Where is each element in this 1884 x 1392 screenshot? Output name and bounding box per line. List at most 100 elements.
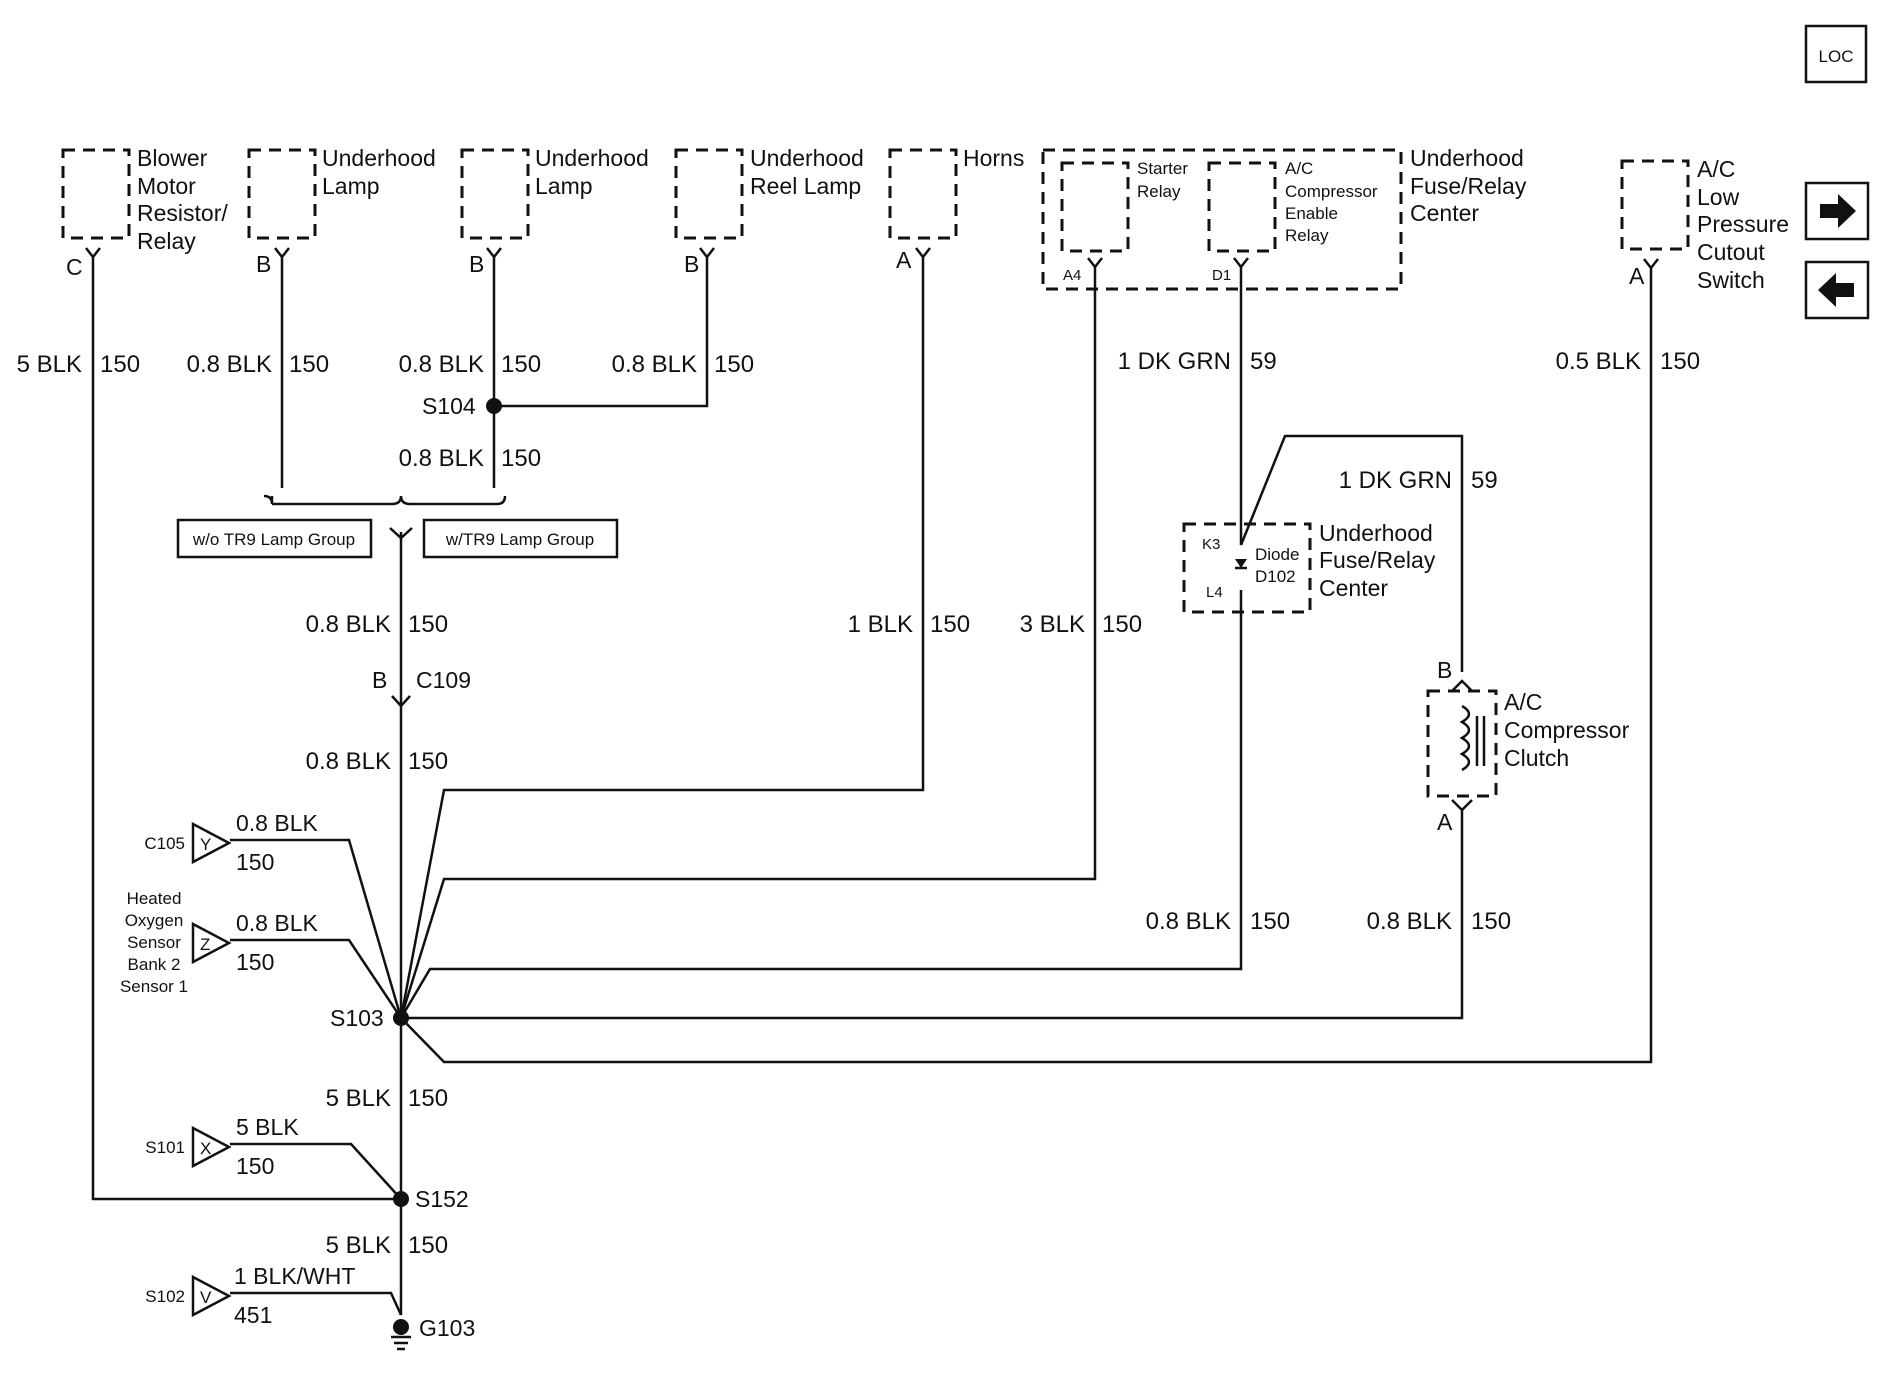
wire-labels: 5 BLK 150 0.8 BLK 150 0.8 BLK 150 0.8 BL… xyxy=(17,348,1700,1259)
svg-text:Underhood: Underhood xyxy=(1410,145,1524,171)
svg-text:B: B xyxy=(256,251,271,277)
underhood-fuse-relay-center-diode: K3 L4 Diode D102 Underhood Fuse/Relay Ce… xyxy=(1182,520,1436,614)
svg-text:Bank 2: Bank 2 xyxy=(128,955,181,974)
svg-text:Oxygen: Oxygen xyxy=(125,911,184,930)
ground-icon xyxy=(391,1335,411,1351)
svg-text:Heated: Heated xyxy=(127,889,182,908)
splice-dots xyxy=(393,398,502,1335)
svg-text:150: 150 xyxy=(408,611,448,638)
svg-text:A4: A4 xyxy=(1063,267,1081,284)
arrow-left-icon xyxy=(1818,273,1854,307)
svg-text:150: 150 xyxy=(1471,908,1511,935)
s152-label: S152 xyxy=(415,1186,469,1212)
svg-text:C: C xyxy=(66,254,83,280)
svg-text:150: 150 xyxy=(1102,611,1142,638)
svg-text:0.8 BLK: 0.8 BLK xyxy=(187,351,272,378)
svg-text:Clutch: Clutch xyxy=(1504,745,1569,771)
svg-text:Relay: Relay xyxy=(1285,226,1329,245)
svg-text:Z: Z xyxy=(200,935,210,954)
svg-text:5 BLK: 5 BLK xyxy=(326,1085,391,1112)
wires xyxy=(91,257,1653,1316)
svg-text:Compressor: Compressor xyxy=(1504,717,1630,743)
svg-text:Compressor: Compressor xyxy=(1285,182,1378,201)
svg-text:Blower: Blower xyxy=(137,145,208,171)
previous-page-button[interactable] xyxy=(1804,260,1870,320)
svg-text:150: 150 xyxy=(714,351,754,378)
svg-text:59: 59 xyxy=(1471,467,1498,494)
svg-text:150: 150 xyxy=(100,351,140,378)
svg-text:Low: Low xyxy=(1697,184,1740,210)
svg-text:w/o TR9 Lamp Group: w/o TR9 Lamp Group xyxy=(192,530,355,549)
svg-text:X: X xyxy=(200,1139,211,1158)
svg-text:Starter: Starter xyxy=(1137,159,1188,178)
svg-text:3 BLK: 3 BLK xyxy=(1020,611,1085,638)
svg-text:Sensor: Sensor xyxy=(127,933,181,952)
svg-text:Underhood: Underhood xyxy=(535,145,649,171)
svg-text:Relay: Relay xyxy=(1137,182,1181,201)
svg-text:S102: S102 xyxy=(145,1287,185,1306)
svg-text:0.8 BLK: 0.8 BLK xyxy=(399,445,484,472)
svg-text:5 BLK: 5 BLK xyxy=(326,1232,391,1259)
svg-text:1 BLK: 1 BLK xyxy=(848,611,913,638)
svg-text:59: 59 xyxy=(1250,348,1277,375)
svg-text:Lamp: Lamp xyxy=(322,173,380,199)
svg-text:Cutout: Cutout xyxy=(1697,239,1765,265)
loc-label: LOC xyxy=(1819,47,1854,66)
svg-text:B: B xyxy=(1437,657,1452,683)
g103-label: G103 xyxy=(419,1315,475,1341)
ac-low-pressure-cutout-switch: A/C Low Pressure Cutout Switch A xyxy=(1620,156,1789,293)
svg-text:0.8 BLK: 0.8 BLK xyxy=(612,351,697,378)
svg-text:150: 150 xyxy=(236,1153,274,1179)
ac-compressor-clutch: B A A/C Compressor Clutch xyxy=(1426,657,1630,835)
svg-text:Fuse/Relay: Fuse/Relay xyxy=(1319,547,1436,573)
pin-chevrons xyxy=(85,247,1659,271)
svg-text:Y: Y xyxy=(200,835,211,854)
svg-text:V: V xyxy=(200,1288,212,1307)
svg-text:Lamp: Lamp xyxy=(535,173,593,199)
svg-text:Underhood: Underhood xyxy=(750,145,864,171)
svg-text:1 BLK/WHT: 1 BLK/WHT xyxy=(234,1263,355,1289)
option-with-tr9: w/TR9 Lamp Group xyxy=(422,518,619,559)
svg-text:A: A xyxy=(896,247,912,273)
inline-connector-c105: Y C105 0.8 BLK 150 xyxy=(144,810,318,875)
svg-text:C109: C109 xyxy=(416,667,471,693)
svg-text:D1: D1 xyxy=(1212,267,1231,284)
svg-text:5 BLK: 5 BLK xyxy=(17,351,82,378)
svg-text:Pressure: Pressure xyxy=(1697,211,1789,237)
next-page-button[interactable] xyxy=(1804,181,1870,241)
underhood-fuse-relay-center-top: Starter Relay A/C Compressor Enable Rela… xyxy=(1041,145,1527,291)
svg-text:150: 150 xyxy=(501,445,541,472)
svg-text:0.5 BLK: 0.5 BLK xyxy=(1556,348,1641,375)
arrow-right-icon xyxy=(1820,194,1856,228)
s103-label: S103 xyxy=(330,1005,384,1031)
svg-text:150: 150 xyxy=(408,1232,448,1259)
svg-text:0.8 BLK: 0.8 BLK xyxy=(1146,908,1231,935)
svg-text:B: B xyxy=(684,251,699,277)
svg-text:1 DK GRN: 1 DK GRN xyxy=(1339,467,1452,494)
loc-icon: LOC xyxy=(1804,24,1868,84)
svg-text:0.8 BLK: 0.8 BLK xyxy=(399,351,484,378)
svg-text:150: 150 xyxy=(236,949,274,975)
svg-text:D102: D102 xyxy=(1255,567,1296,586)
svg-text:A/C: A/C xyxy=(1504,689,1542,715)
svg-text:150: 150 xyxy=(236,849,274,875)
svg-text:Fuse/Relay: Fuse/Relay xyxy=(1410,173,1527,199)
svg-text:B: B xyxy=(372,667,387,693)
svg-text:w/TR9 Lamp Group: w/TR9 Lamp Group xyxy=(445,530,594,549)
svg-text:Relay: Relay xyxy=(137,228,196,254)
svg-text:K3: K3 xyxy=(1202,536,1220,553)
splice-s103 xyxy=(393,1010,409,1026)
svg-text:Sensor 1: Sensor 1 xyxy=(120,977,188,996)
option-without-tr9: w/o TR9 Lamp Group xyxy=(176,518,373,559)
svg-text:5 BLK: 5 BLK xyxy=(236,1114,299,1140)
svg-text:Reel Lamp: Reel Lamp xyxy=(750,173,861,199)
svg-text:B: B xyxy=(469,251,484,277)
svg-text:150: 150 xyxy=(289,351,329,378)
svg-text:451: 451 xyxy=(234,1302,272,1328)
svg-text:150: 150 xyxy=(501,351,541,378)
svg-text:Diode: Diode xyxy=(1255,545,1299,564)
svg-text:Center: Center xyxy=(1410,200,1479,226)
svg-text:150: 150 xyxy=(408,1085,448,1112)
splice-s152 xyxy=(393,1191,409,1207)
svg-text:A/C: A/C xyxy=(1697,156,1735,182)
